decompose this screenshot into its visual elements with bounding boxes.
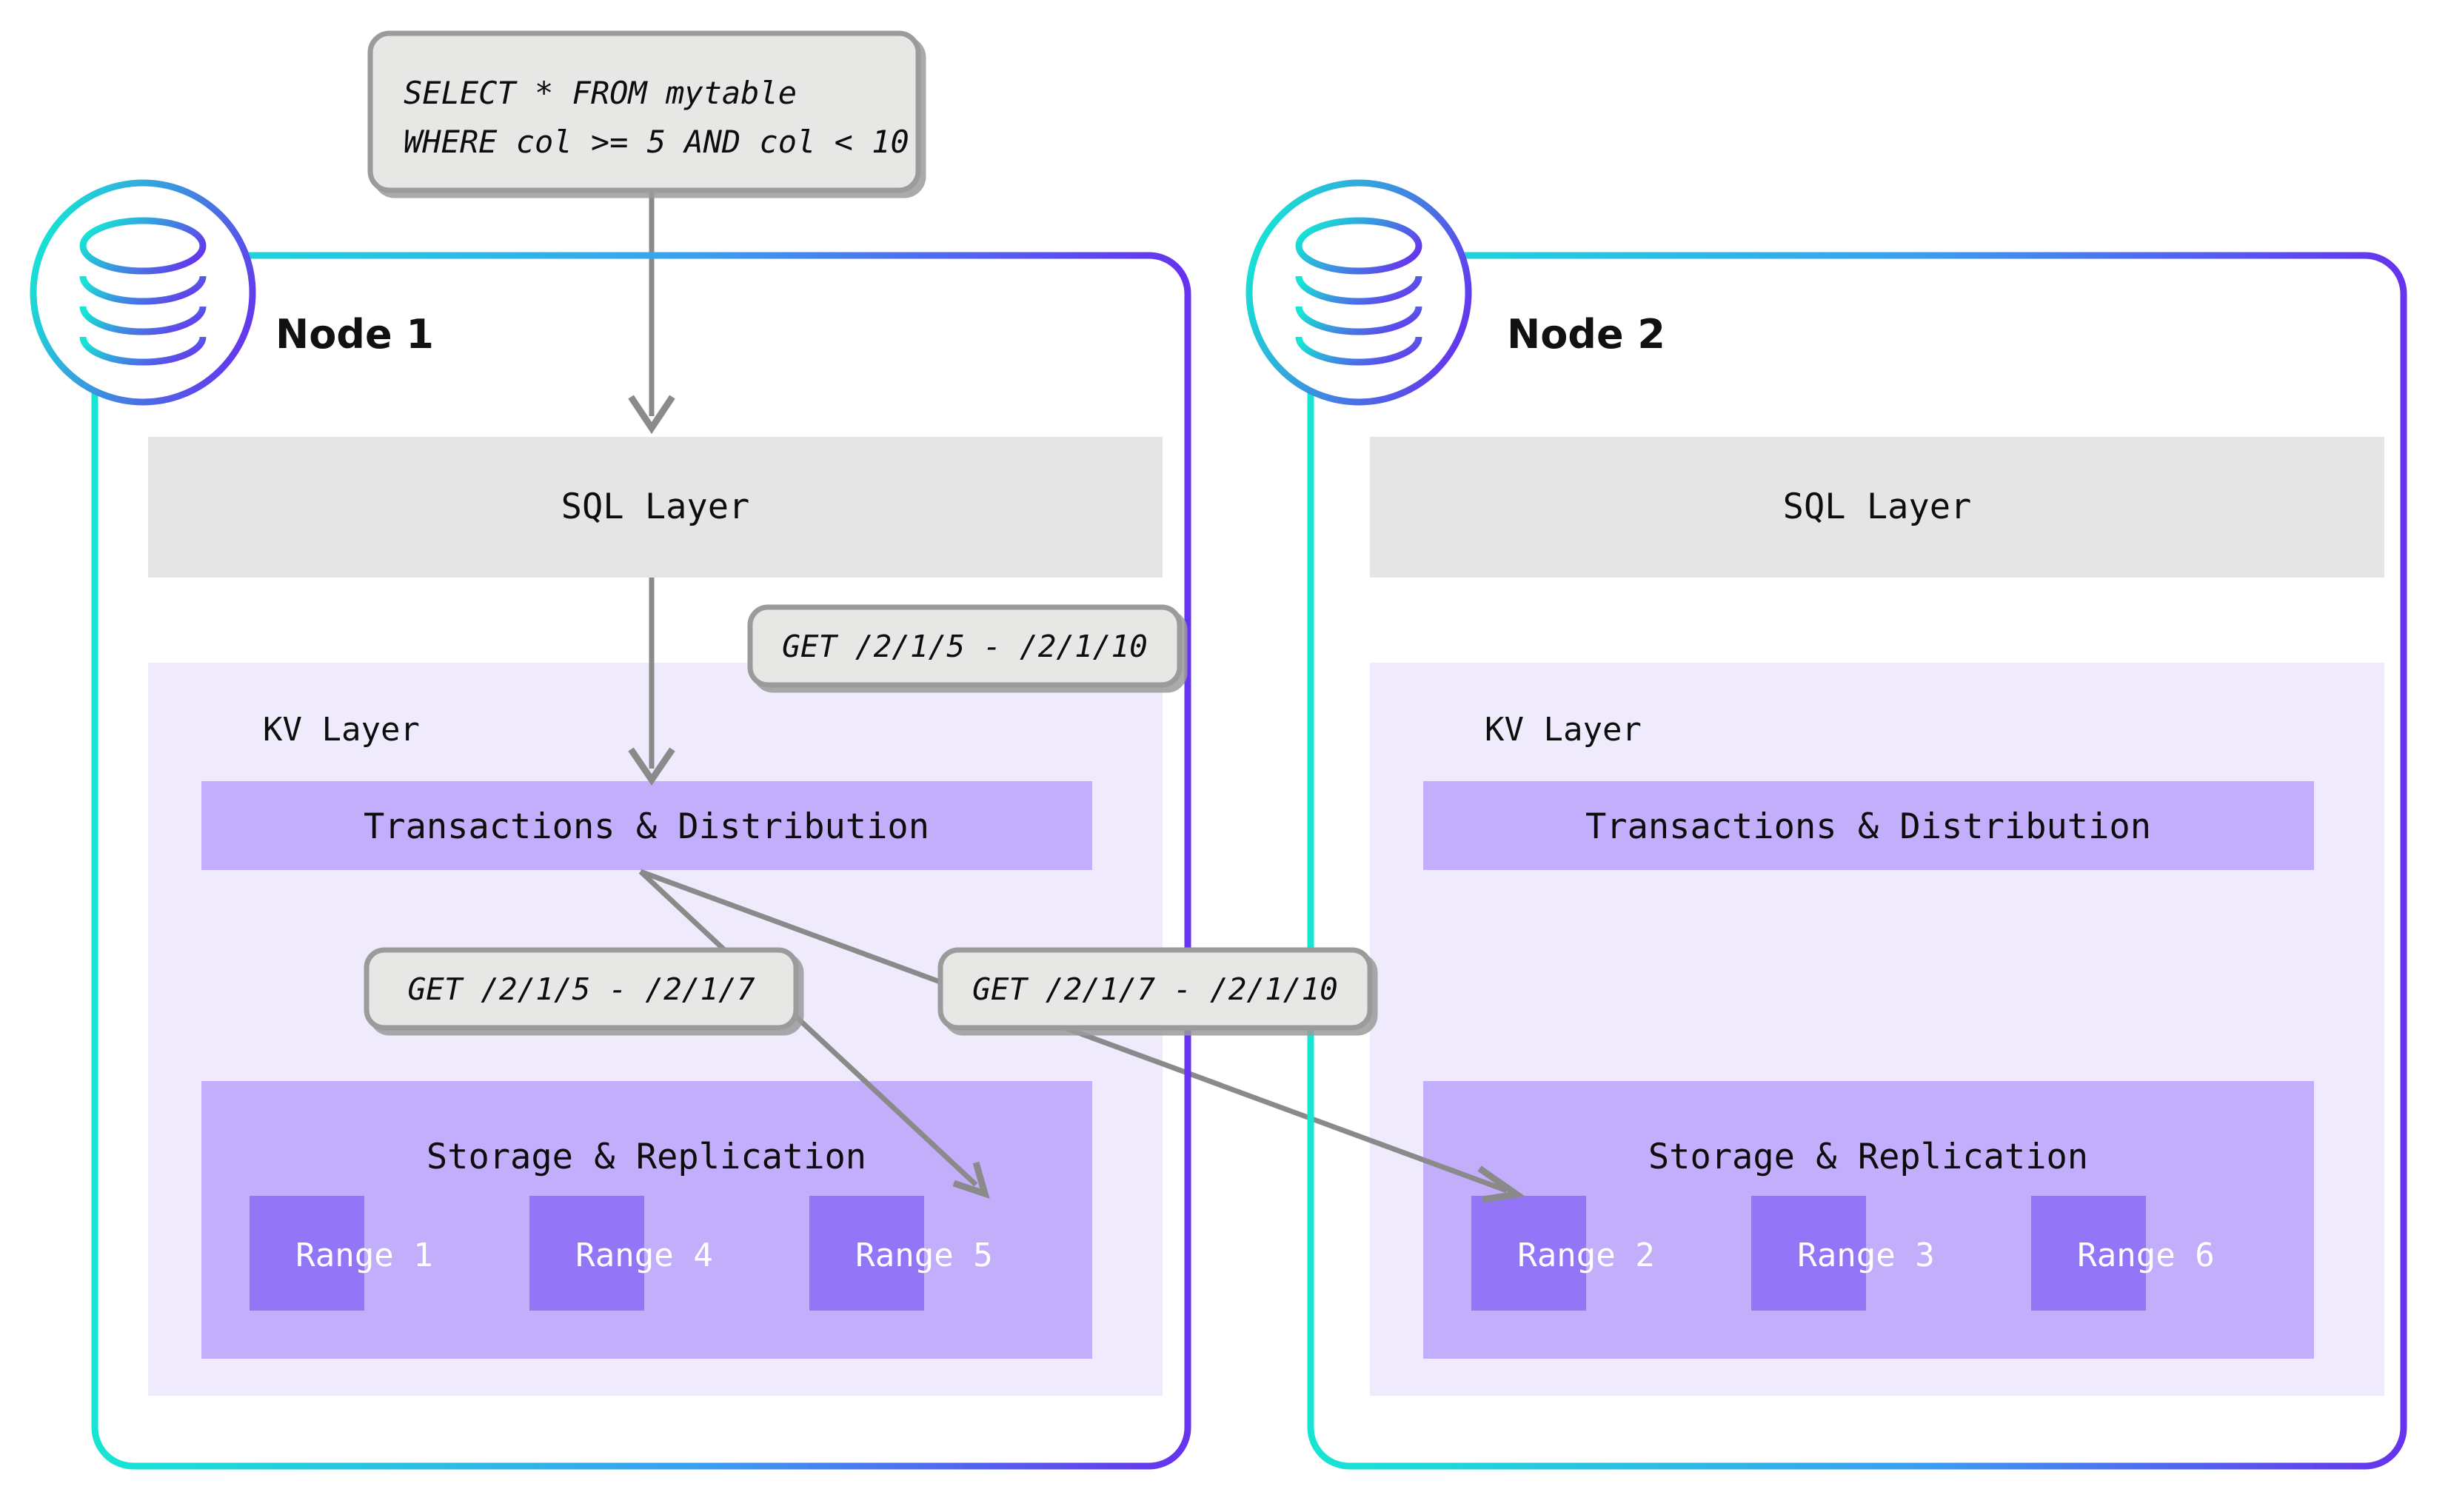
node2-range-box-1 bbox=[1751, 1196, 1866, 1311]
kv-request-tag-top-label: GET /2/1/5 - /2/1/10 bbox=[782, 629, 1148, 664]
arrowhead-query-to-sql bbox=[628, 395, 675, 435]
node1-sql-layer-label: SQL Layer bbox=[561, 486, 750, 527]
node1-range-label-0: Range 1 bbox=[295, 1237, 432, 1274]
node2-database-icon-group bbox=[1245, 179, 1472, 406]
kv-request-tag-top-box bbox=[747, 604, 1183, 688]
node2-range-box-0 bbox=[1471, 1196, 1586, 1311]
sql-query-callout: SELECT * FROM mytable WHERE col >= 5 AND… bbox=[367, 30, 921, 193]
node1-frame bbox=[91, 252, 1191, 1470]
node1-transactions-band bbox=[201, 781, 1092, 870]
node2-storage-label: Storage & Replication bbox=[1648, 1137, 2088, 1177]
node2-sql-layer-label: SQL Layer bbox=[1783, 486, 1972, 527]
kv-request-tag-right: GET /2/1/7 - /2/1/10 bbox=[937, 947, 1373, 1031]
node1-range-label-1: Range 4 bbox=[575, 1237, 712, 1274]
node2-range-box-2 bbox=[2031, 1196, 2146, 1311]
sql-query-line-2: WHERE col >= 5 AND col < 10 bbox=[404, 124, 909, 160]
node2-sql-layer-box bbox=[1370, 437, 2384, 578]
node1-kv-layer-label: KV Layer bbox=[263, 711, 420, 749]
arrow-transactions-to-range2 bbox=[639, 869, 1508, 1194]
node1-title: Node 1 bbox=[275, 311, 434, 358]
node1-range-box-0 bbox=[250, 1196, 364, 1311]
node1-storage-label: Storage & Replication bbox=[427, 1137, 866, 1177]
kv-request-tag-right-box bbox=[937, 947, 1373, 1031]
database-cylinder-icon bbox=[79, 217, 207, 366]
kv-request-tag-right-label: GET /2/1/7 - /2/1/10 bbox=[972, 971, 1338, 1007]
node2-title: Node 2 bbox=[1507, 311, 1665, 358]
node2-kv-layer-label: KV Layer bbox=[1485, 711, 1642, 749]
node1-sql-layer-box bbox=[148, 437, 1163, 578]
node2-transactions-band bbox=[1423, 781, 2314, 870]
node2-range-label-0: Range 2 bbox=[1517, 1237, 1654, 1274]
arrow-transactions-to-range5 bbox=[638, 869, 978, 1187]
node1-range-box-1 bbox=[529, 1196, 644, 1311]
kv-request-tag-top: GET /2/1/5 - /2/1/10 bbox=[747, 604, 1183, 688]
kv-request-tag-left-box bbox=[364, 947, 799, 1031]
node1-database-icon-group bbox=[30, 179, 256, 406]
node1-transactions-label: Transactions & Distribution bbox=[364, 806, 929, 847]
arrowhead-transactions-to-range2 bbox=[1477, 1165, 1525, 1203]
node2-frame bbox=[1307, 252, 2407, 1470]
arrowhead-transactions-to-range5 bbox=[952, 1161, 990, 1199]
node2-range-label-2: Range 6 bbox=[2077, 1237, 2214, 1274]
database-cylinder-icon bbox=[1295, 217, 1422, 366]
kv-request-tag-left: GET /2/1/5 - /2/1/7 bbox=[364, 947, 799, 1031]
arrowhead-sql-to-transactions bbox=[628, 747, 675, 786]
node2-range-label-1: Range 3 bbox=[1797, 1237, 1934, 1274]
kv-request-tag-left-label: GET /2/1/5 - /2/1/7 bbox=[408, 971, 755, 1007]
sql-query-line-1: SELECT * FROM mytable bbox=[404, 75, 797, 111]
sql-query-callout-box bbox=[367, 30, 921, 193]
node1-range-label-2: Range 5 bbox=[855, 1237, 992, 1274]
node1-range-box-2 bbox=[809, 1196, 924, 1311]
node2-transactions-label: Transactions & Distribution bbox=[1585, 806, 2151, 847]
